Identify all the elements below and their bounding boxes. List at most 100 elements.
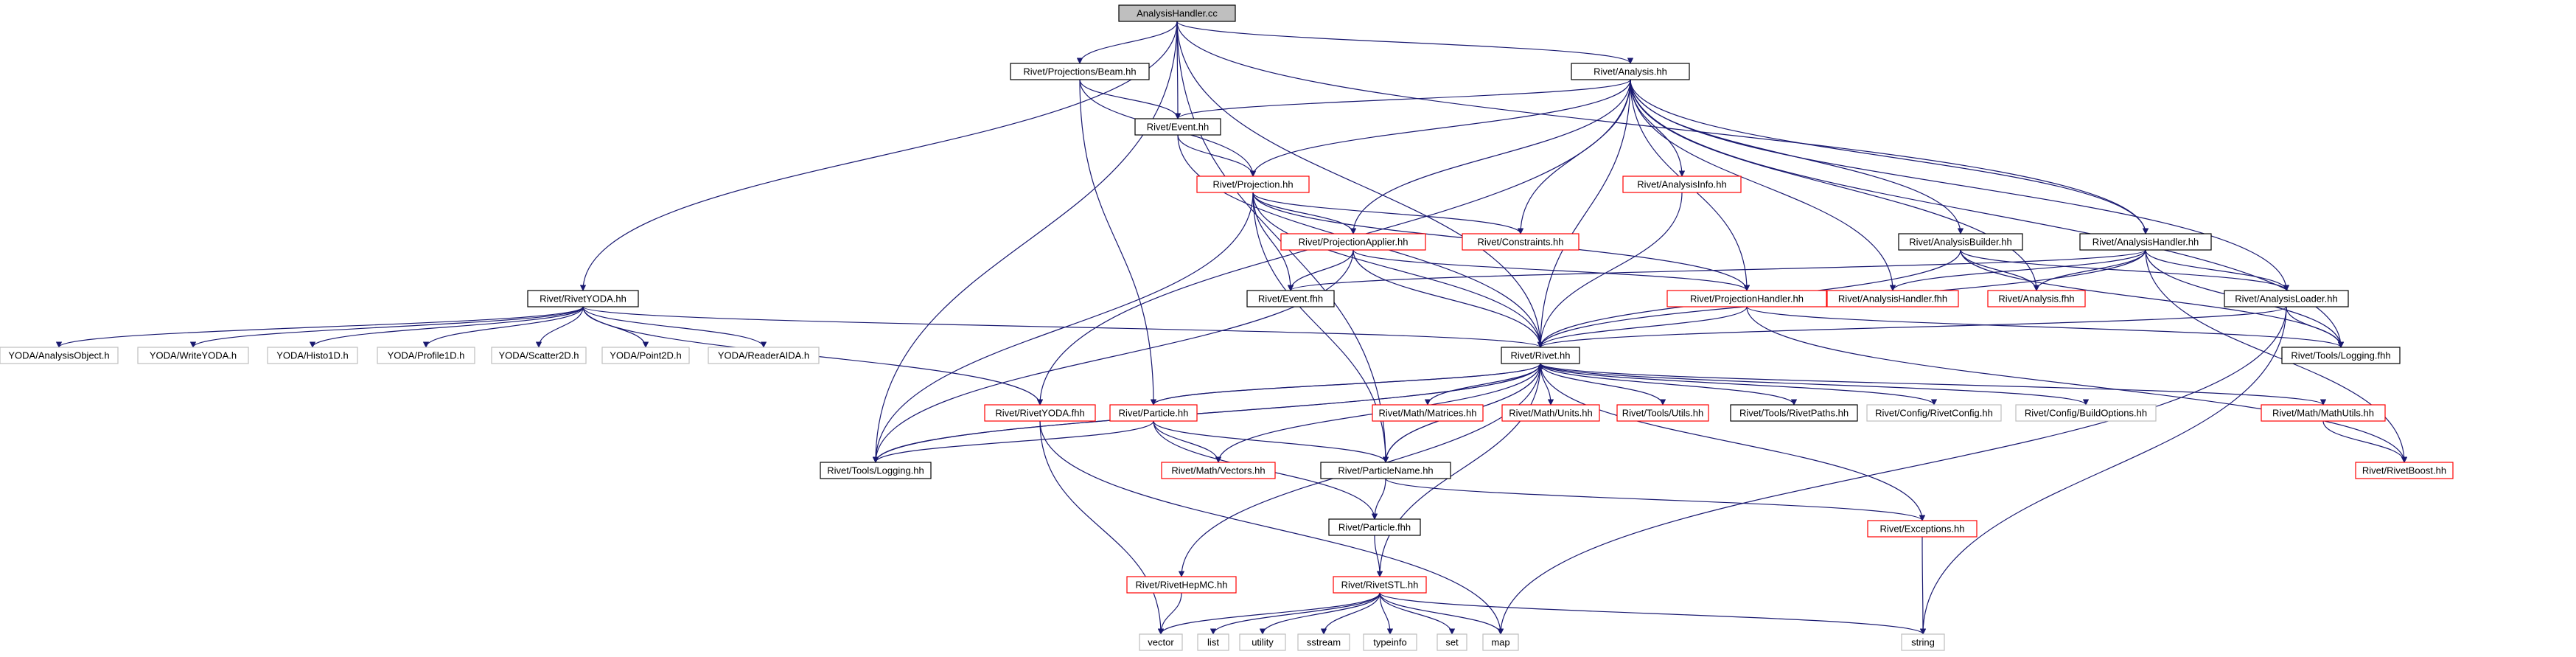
node-y_reader[interactable]: YODA/ReaderAIDA.h	[708, 347, 820, 364]
node-label-eventfhh: Rivet/Event.fhh	[1258, 293, 1323, 305]
node-rivetyodafhh[interactable]: Rivet/RivetYODA.fhh	[984, 404, 1096, 422]
node-anahandlerfhh[interactable]: Rivet/AnalysisHandler.fhh	[1826, 290, 1959, 307]
node-event[interactable]: Rivet/Event.hh	[1134, 118, 1221, 136]
node-box-y_ao	[0, 347, 119, 364]
node-particlename[interactable]: Rivet/ParticleName.hh	[1320, 462, 1451, 479]
edge-rivet-to-rivetpaths	[1540, 363, 1798, 406]
node-analysisloader[interactable]: Rivet/AnalysisLoader.hh	[2224, 290, 2349, 307]
node-utils[interactable]: Rivet/Tools/Utils.hh	[1616, 404, 1709, 422]
node-string[interactable]: string	[1901, 633, 1945, 651]
node-box-y_p1d	[377, 347, 475, 364]
node-box-beam	[1010, 63, 1150, 80]
edge-particlename-to-particlefhh	[1371, 478, 1386, 520]
node-utility[interactable]: utility	[1239, 633, 1286, 651]
node-label-rivet: Rivet/Rivet.hh	[1511, 350, 1571, 361]
node-loggingfhh[interactable]: Rivet/Tools/Logging.fhh	[2281, 347, 2401, 364]
edge-rivetyoda-to-y_ao	[55, 306, 584, 348]
node-analysisinfo[interactable]: Rivet/AnalysisInfo.hh	[1622, 175, 1742, 193]
edge-projhandler-to-loggingfhh	[1746, 306, 2344, 348]
node-box-units	[1501, 404, 1600, 422]
edge-root-to-logginghh	[872, 21, 1178, 463]
node-constraints[interactable]: Rivet/Constraints.hh	[1462, 233, 1580, 251]
node-label-y_h1d: YODA/Histo1D.h	[276, 350, 349, 361]
node-label-rivetstl: Rivet/RivetSTL.hh	[1341, 580, 1419, 591]
node-buildoptions[interactable]: Rivet/Config/BuildOptions.hh	[2015, 404, 2157, 422]
node-box-analysishandler	[2079, 233, 2212, 251]
node-projhandler[interactable]: Rivet/ProjectionHandler.hh	[1666, 290, 1827, 307]
node-exceptions[interactable]: Rivet/Exceptions.hh	[1867, 520, 1978, 538]
node-label-buildoptions: Rivet/Config/BuildOptions.hh	[2025, 408, 2147, 419]
edge-analysisbuilder-to-analysisfhh	[1960, 249, 2040, 291]
edge-analysis-to-projapplier	[1350, 79, 1631, 234]
node-box-projection	[1196, 175, 1310, 193]
node-box-vectors	[1161, 462, 1276, 479]
edge-projection-to-projapplier	[1252, 192, 1357, 234]
node-rivetboost[interactable]: Rivet/RivetBoost.hh	[2355, 462, 2454, 479]
node-box-loggingfhh	[2281, 347, 2401, 364]
node-box-particlename	[1320, 462, 1451, 479]
node-hepmc[interactable]: Rivet/RivetHepMC.hh	[1126, 576, 1237, 594]
edge-rivet-to-rivetconfig	[1540, 363, 1938, 406]
edge-rivetyoda-to-y_s2d	[535, 306, 584, 348]
node-mathutils[interactable]: Rivet/Math/MathUtils.hh	[2261, 404, 2386, 422]
node-rivetconfig[interactable]: Rivet/Config/RivetConfig.hh	[1866, 404, 2002, 422]
node-label-beam: Rivet/Projections/Beam.hh	[1023, 66, 1136, 77]
edge-rivetstl-to-map	[1379, 592, 1504, 635]
node-analysisbuilder[interactable]: Rivet/AnalysisBuilder.hh	[1898, 233, 2023, 251]
node-eventfhh[interactable]: Rivet/Event.fhh	[1246, 290, 1335, 307]
node-sstream[interactable]: sstream	[1297, 633, 1350, 651]
edge-projection-to-constraints	[1252, 192, 1524, 234]
node-label-sstream: sstream	[1307, 637, 1341, 648]
node-matrices[interactable]: Rivet/Math/Matrices.hh	[1372, 404, 1484, 422]
node-units[interactable]: Rivet/Math/Units.hh	[1501, 404, 1600, 422]
node-y_write[interactable]: YODA/WriteYODA.h	[137, 347, 249, 364]
node-vectors[interactable]: Rivet/Math/Vectors.hh	[1161, 462, 1276, 479]
node-label-typeinfo: typeinfo	[1373, 637, 1407, 648]
edge-rivetstl-to-vector	[1157, 592, 1381, 635]
node-rivetstl[interactable]: Rivet/RivetSTL.hh	[1333, 576, 1427, 594]
node-label-loggingfhh: Rivet/Tools/Logging.fhh	[2291, 350, 2390, 361]
edge-particle-to-rivet	[1153, 363, 1544, 406]
node-y_h1d[interactable]: YODA/Histo1D.h	[267, 347, 358, 364]
node-typeinfo[interactable]: typeinfo	[1363, 633, 1417, 651]
node-map[interactable]: map	[1482, 633, 1519, 651]
edge-projhandler-to-rivet	[1537, 306, 1748, 348]
node-logginghh[interactable]: Rivet/Tools/Logging.hh	[820, 462, 932, 479]
node-label-constraints: Rivet/Constraints.hh	[1477, 237, 1563, 248]
node-box-rivetyoda	[527, 290, 639, 307]
node-y_s2d[interactable]: YODA/Scatter2D.h	[491, 347, 587, 364]
node-rivetpaths[interactable]: Rivet/Tools/RivetPaths.hh	[1730, 404, 1858, 422]
node-label-rivetyodafhh: Rivet/RivetYODA.fhh	[995, 408, 1084, 419]
node-box-analysisfhh	[1987, 290, 2086, 307]
node-analysishandler[interactable]: Rivet/AnalysisHandler.hh	[2079, 233, 2212, 251]
node-vector[interactable]: vector	[1139, 633, 1183, 651]
node-box-typeinfo	[1363, 633, 1417, 651]
node-root[interactable]: AnalysisHandler.cc	[1118, 4, 1236, 22]
node-beam[interactable]: Rivet/Projections/Beam.hh	[1010, 63, 1150, 80]
edge-analysis-to-projection	[1249, 79, 1631, 177]
node-label-particle: Rivet/Particle.hh	[1119, 408, 1189, 419]
node-projection[interactable]: Rivet/Projection.hh	[1196, 175, 1310, 193]
node-y_p2d[interactable]: YODA/Point2D.h	[601, 347, 690, 364]
node-y_p1d[interactable]: YODA/Profile1D.h	[377, 347, 475, 364]
node-list[interactable]: list	[1197, 633, 1229, 651]
node-box-eventfhh	[1246, 290, 1335, 307]
node-y_ao[interactable]: YODA/AnalysisObject.h	[0, 347, 119, 364]
dependency-nodes: AnalysisHandler.ccRivet/Projections/Beam…	[0, 4, 2454, 651]
edge-rivet-to-matrices	[1424, 363, 1541, 406]
node-particlefhh[interactable]: Rivet/Particle.fhh	[1328, 518, 1421, 536]
node-analysisfhh[interactable]: Rivet/Analysis.fhh	[1987, 290, 2086, 307]
node-label-vectors: Rivet/Math/Vectors.hh	[1171, 465, 1265, 476]
node-label-root: AnalysisHandler.cc	[1137, 8, 1218, 19]
edge-particle-to-logginghh	[872, 420, 1154, 463]
node-box-projhandler	[1666, 290, 1827, 307]
node-rivetyoda[interactable]: Rivet/RivetYODA.hh	[527, 290, 639, 307]
node-box-list	[1197, 633, 1229, 651]
node-label-particlename: Rivet/ParticleName.hh	[1338, 465, 1433, 476]
node-particle[interactable]: Rivet/Particle.hh	[1109, 404, 1198, 422]
edge-analysis-to-analysishandler	[1630, 79, 2149, 234]
node-set[interactable]: set	[1437, 633, 1467, 651]
node-rivet[interactable]: Rivet/Rivet.hh	[1501, 347, 1580, 364]
node-projapplier[interactable]: Rivet/ProjectionApplier.hh	[1280, 233, 1426, 251]
node-analysis[interactable]: Rivet/Analysis.hh	[1571, 63, 1690, 80]
